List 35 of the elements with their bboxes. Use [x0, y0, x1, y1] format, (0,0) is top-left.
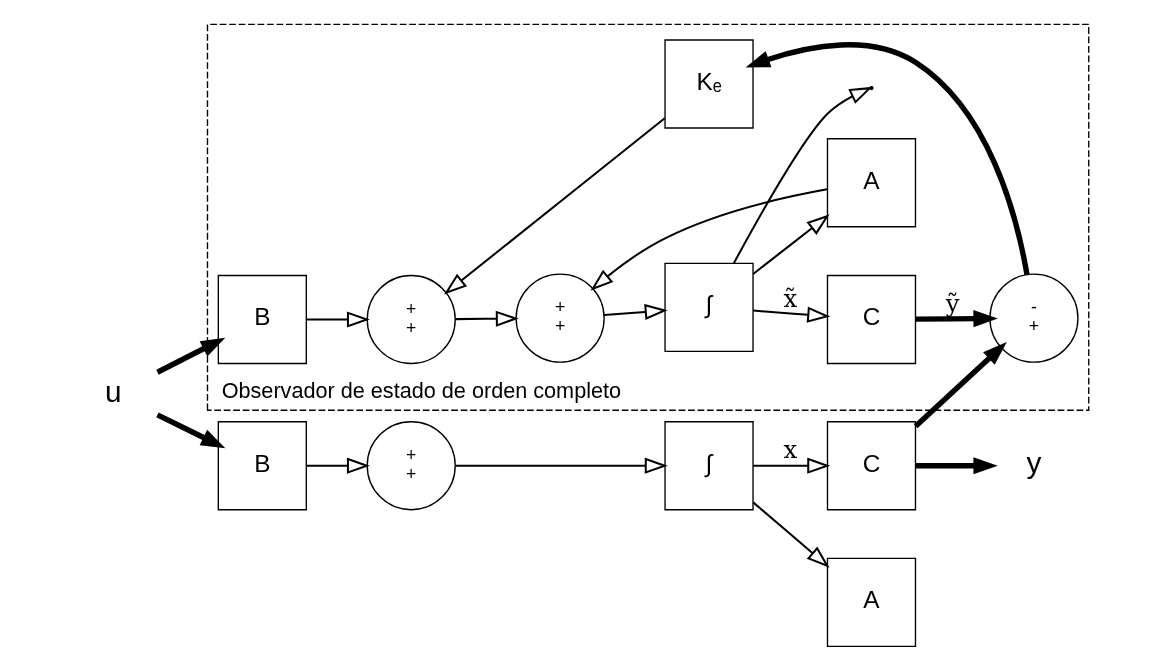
arrow — [913, 341, 1007, 429]
node-box: C — [826, 421, 917, 511]
arrow — [604, 303, 668, 321]
arrow — [753, 306, 831, 323]
node-box: C — [826, 274, 917, 365]
node-box: A — [826, 557, 917, 648]
node-box: B — [217, 274, 307, 365]
arrow — [156, 412, 226, 449]
arrow — [745, 42, 1030, 275]
arrow — [444, 117, 666, 295]
node-box: B — [217, 421, 307, 511]
arrow — [306, 311, 370, 328]
node-box: ∫ — [664, 421, 754, 511]
edge-label: ỹ — [945, 288, 960, 318]
arrow — [752, 501, 830, 568]
node-circle: + + — [515, 273, 605, 363]
node-circle: - + — [989, 273, 1079, 363]
node-box: ∫ — [664, 262, 754, 352]
arrow — [915, 457, 998, 475]
arrow — [752, 214, 830, 275]
arrow — [455, 310, 519, 327]
edge-label: x̃ — [783, 283, 798, 313]
node-box: Kₑ — [664, 39, 754, 129]
arrow — [455, 457, 668, 474]
edge-label: x — [783, 435, 798, 465]
arrow — [590, 188, 828, 291]
node-box: A — [826, 138, 917, 228]
node-text: y — [1026, 446, 1042, 480]
node-text: u — [105, 374, 122, 408]
node-circle: + + — [366, 274, 456, 365]
arrow — [915, 310, 998, 328]
arrow — [753, 457, 831, 474]
node-circle: + + — [366, 421, 456, 511]
arrow — [156, 337, 226, 375]
arrow — [306, 457, 370, 474]
